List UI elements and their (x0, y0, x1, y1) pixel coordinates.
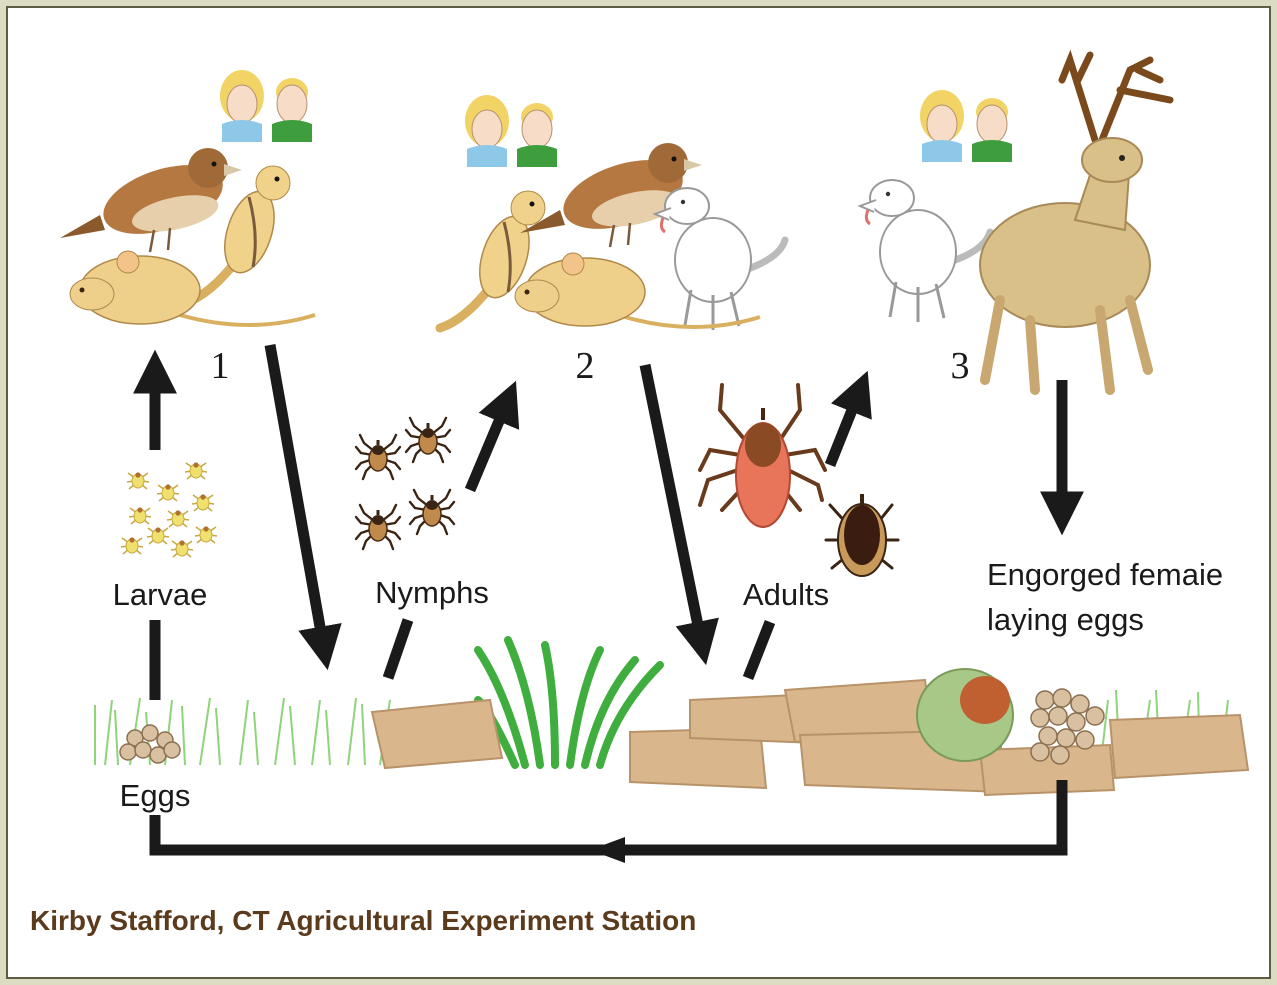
arrow-hosts2-to-ground (645, 365, 703, 650)
larva-icon (171, 540, 193, 557)
host-group-2: 2 (440, 95, 785, 387)
larva-icon (167, 510, 189, 527)
children-icon (220, 70, 312, 142)
larva-icon (129, 507, 151, 524)
larva-icon (157, 484, 179, 501)
label-larvae: Larvae (113, 577, 208, 612)
image-credit: Kirby Stafford, CT Agricultural Experime… (30, 905, 696, 937)
ground-layer (95, 640, 1248, 795)
tick-icon (406, 418, 450, 462)
dog-icon (655, 188, 785, 330)
larva-icon (192, 494, 214, 511)
label-nymphs: Nymphs (375, 575, 489, 610)
egg-cluster-icon (120, 725, 180, 763)
tick-icon (356, 435, 400, 479)
arrow-hosts1-to-ground (270, 345, 325, 655)
stage-number-2: 2 (576, 345, 595, 387)
connector-nymphs (388, 620, 408, 678)
larva-icon (121, 537, 143, 554)
arrowhead-left (590, 837, 625, 863)
connector-adults (748, 622, 770, 678)
label-engorged-line1: Engorged femaie (987, 557, 1223, 592)
host-group-3: 3 (860, 55, 1170, 390)
tick-icon (356, 505, 400, 549)
label-eggs: Eggs (120, 778, 191, 813)
stage-number-1: 1 (211, 345, 230, 387)
larva-icon (147, 527, 169, 544)
bird-icon (60, 148, 242, 252)
larva-icon (185, 462, 207, 479)
children-icon (465, 95, 557, 167)
larvae-cluster (121, 462, 217, 557)
engorged-female-laying-icon (917, 669, 1013, 761)
dog-icon (860, 180, 990, 322)
male-tick-icon (826, 494, 898, 576)
deer-icon (980, 55, 1170, 390)
engorged-female-tick-icon (700, 385, 825, 527)
tick-icon (410, 490, 454, 534)
stage-number-3: 3 (951, 345, 970, 387)
children-icon (920, 90, 1012, 162)
host-group-1: 1 (60, 70, 315, 387)
arrow-nymphs-to-hosts (470, 395, 510, 490)
nymphs-cluster (356, 418, 454, 549)
arrow-adults-to-hosts (830, 385, 862, 465)
larva-icon (127, 472, 149, 489)
adults-cluster (700, 385, 898, 576)
label-adults: Adults (743, 577, 829, 612)
arrow-eggs-return (155, 780, 1062, 850)
mouse-icon (70, 251, 315, 325)
larva-icon (195, 526, 217, 543)
label-engorged-line2: laying eggs (987, 602, 1144, 637)
